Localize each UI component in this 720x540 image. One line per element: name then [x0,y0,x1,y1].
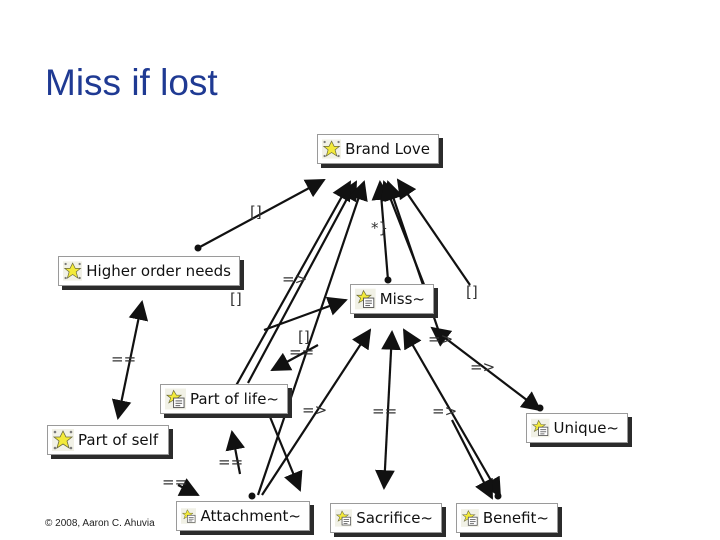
node-higher-order-needs[interactable]: Higher order needs [58,256,240,286]
edge-part-of-life-attachment [225,430,246,475]
node-label: Part of self [78,431,159,449]
edge-part-of-self-to-brand-love [227,180,351,401]
node-brand-love[interactable]: Brand Love [317,134,439,164]
node-label: Miss~ [379,290,425,308]
node-attachment[interactable]: Attachment~ [176,501,310,531]
relation-label: => [432,402,458,420]
edge-unique-to-brand-love [396,178,471,286]
node-benefit[interactable]: Benefit~ [456,503,558,533]
node-sacrifice[interactable]: Sacrifice~ [330,503,442,533]
concept-memo-icon [355,288,376,310]
copyright-text: © 2008, Aaron C. Ahuvia [45,518,155,529]
edge-miss-to-unique [430,326,542,412]
edge-attachment-to-brand-love [256,180,368,496]
relation-label: [] [230,290,242,308]
edge-miss-to-part-of-life [270,344,319,371]
relation-label: == [162,473,188,491]
relation-label: *} [371,219,389,237]
node-part-of-self[interactable]: Part of self [47,425,169,455]
node-label: Attachment~ [200,507,301,525]
edge-higher-needs-part-of-self [111,300,149,420]
concept-memo-icon [531,418,550,438]
slide-title: Miss if lost [45,62,218,103]
edge-part-of-life-to-miss [263,296,348,332]
concept-memo-icon [461,508,479,528]
node-label: Part of life~ [189,390,279,408]
node-label: Brand Love [345,140,430,158]
concept-memo-icon [335,509,353,527]
edge-part-of-life-to-brand-love [247,180,357,384]
node-label: Benefit~ [482,509,549,527]
concept-memo-icon [165,388,186,410]
relation-label: => [282,270,308,288]
node-part-of-life[interactable]: Part of life~ [160,384,288,414]
node-miss[interactable]: Miss~ [350,284,434,314]
edge-attachment-to-miss [261,328,372,496]
concept-star-icon [63,260,83,282]
concept-memo-icon [181,507,197,525]
relation-label: [] [298,328,310,346]
relation-label: == [372,402,398,420]
relation-label: => [428,330,454,348]
node-label: Unique~ [553,419,619,437]
relation-label: == [218,453,244,471]
concept-star-icon [322,138,342,160]
node-label: Higher order needs [86,262,231,280]
relation-label: == [111,350,137,368]
edge-higher-needs-to-brand-love [197,179,326,249]
relation-label: [] [466,283,478,301]
relation-label: => [470,358,496,376]
relation-label: == [289,343,315,361]
edge-miss-to-sacrifice [375,330,401,490]
relation-label: [] [250,203,262,221]
edge-benefit-to-brand-love [381,180,432,301]
node-unique[interactable]: Unique~ [526,413,628,443]
node-label: Sacrifice~ [356,509,433,527]
relation-label: => [302,401,328,419]
concept-star-icon [52,429,74,451]
edge-benefit-to-unique [451,419,493,500]
edge-part-of-life-to-attachment [266,411,303,492]
edge-miss-to-benefit [403,328,501,498]
edge-part-of-self-attachment [177,478,200,496]
